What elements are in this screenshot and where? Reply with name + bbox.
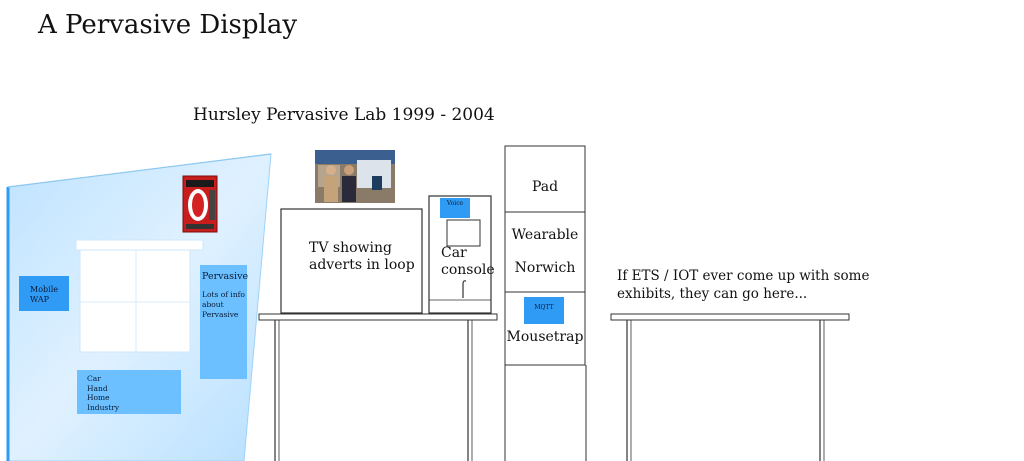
mobile-wap-box: Mobile WAP (19, 276, 69, 311)
mobile-wap-line: WAP (30, 295, 49, 304)
wearable-label: Wearable (511, 227, 579, 243)
page-title: A Pervasive Display (38, 10, 298, 40)
sectors-box: Car Hand Home Industry (77, 370, 181, 414)
mqtt-label: MQTT (534, 304, 554, 311)
table-left-top (258, 313, 498, 321)
diagram-subtitle: Hursley Pervasive Lab 1999 - 2004 (193, 105, 495, 125)
mqtt-box: MQTT (524, 297, 564, 324)
wall-window-frame (75, 239, 204, 251)
sector-line: Hand (87, 383, 108, 393)
stack-wearable-cell (504, 211, 586, 293)
stack-pad-cell (504, 145, 586, 213)
vending-machine-image (182, 175, 218, 233)
pervasive-info-box: Pervasive Lots of info about Pervasive (200, 265, 249, 379)
norwich-label: Norwich (514, 260, 576, 276)
tv-label-line: TV showing (309, 240, 392, 256)
future-exhibits-note: If ETS / IOT ever come up with some exhi… (617, 267, 877, 303)
tv-label-line: adverts in loop (309, 257, 415, 273)
car-console-line: console (441, 262, 495, 278)
pervasive-line: about (202, 300, 224, 309)
wall-top-edge (7, 153, 272, 188)
wall-window (79, 249, 191, 353)
sector-line: Car (87, 374, 101, 383)
pervasive-line: Pervasive (202, 310, 239, 319)
sector-line: Industry (87, 402, 120, 412)
tv-screen (280, 208, 423, 314)
table-right-top (610, 313, 850, 321)
car-console-screen (446, 219, 481, 247)
device-stack: Pad Wearable Norwich Mousetrap (505, 0, 585, 461)
future-note-line: exhibits, they can go here... (617, 286, 808, 302)
pervasive-heading: Pervasive (202, 271, 249, 282)
sector-line: Home (87, 393, 110, 402)
future-note-line: If ETS / IOT ever come up with some (617, 268, 870, 284)
voice-box: Voice (440, 198, 470, 218)
mousetrap-label: Mousetrap (506, 329, 584, 345)
pad-label: Pad (531, 179, 559, 195)
car-console-line: Car (441, 245, 467, 261)
car-console-label: Car console (441, 245, 495, 279)
pervasive-line: Lots of info (202, 290, 245, 299)
lab-photo-image (315, 150, 395, 203)
voice-label: Voice (446, 200, 464, 207)
mobile-wap-line: Mobile (30, 285, 58, 294)
tv-label: TV showing adverts in loop (309, 240, 415, 274)
